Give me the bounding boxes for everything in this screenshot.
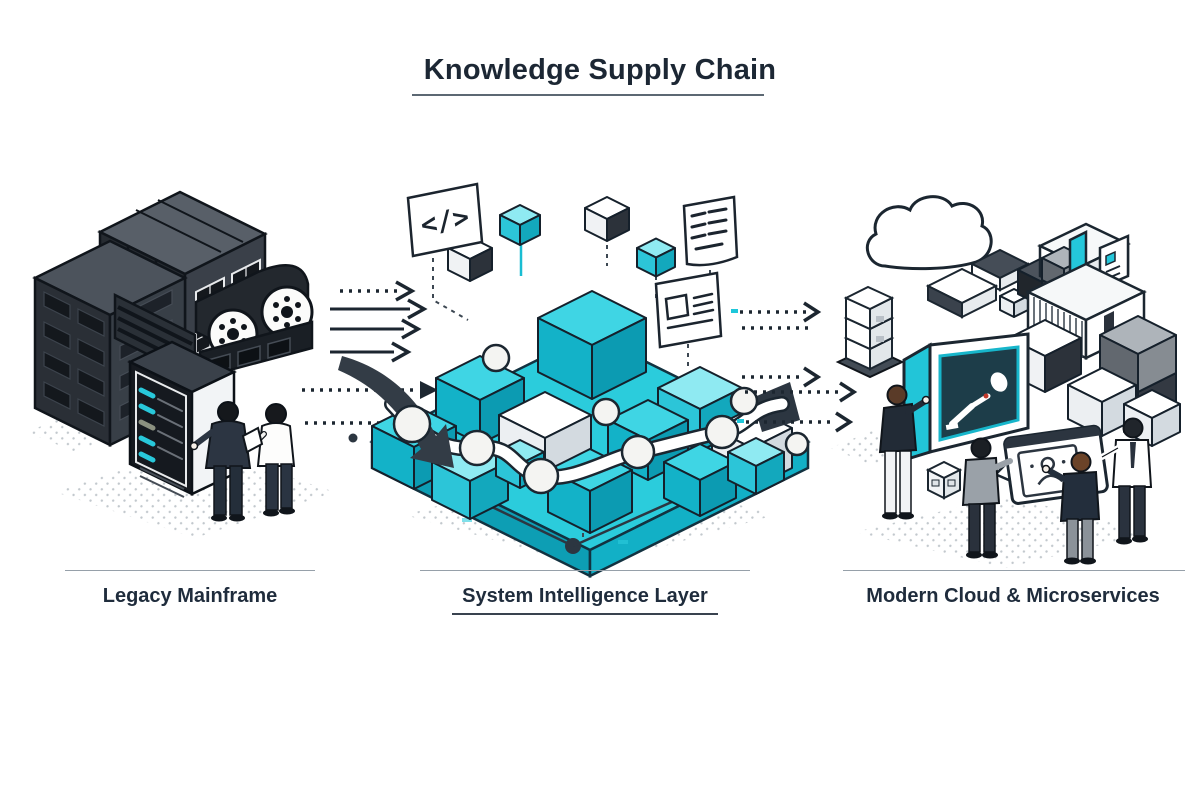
label-legacy-mainframe: Legacy Mainframe: [102, 585, 278, 607]
modern-divider-line: [843, 570, 1185, 571]
robot-arm-graphic: [945, 372, 1008, 430]
person-navy-jacket: [1041, 451, 1101, 565]
engineer-white-shirt: [241, 403, 296, 517]
person-screen-operator: [878, 384, 931, 520]
cloud-icon: [865, 195, 993, 271]
person-white-shirt-tie: [1099, 417, 1153, 545]
engineer-dark-suit: [189, 401, 252, 522]
code-panel-icon: </>: [406, 182, 484, 258]
module-stack: [835, 285, 905, 379]
modern-cloud-illustration: [835, 195, 1180, 565]
flow-arrows-right: [731, 301, 858, 433]
legacy-divider-line: [65, 570, 315, 571]
person-gray-sweater: [961, 437, 1013, 559]
small-crate: [925, 460, 963, 500]
clipboard-tablet: [241, 426, 264, 454]
legacy-mainframe-illustration: [32, 190, 314, 522]
swoosh-arrow: [338, 356, 454, 468]
pipeline-spheres: [392, 386, 810, 495]
flat-service-boxes: [925, 248, 1031, 319]
robot-arm-screen-icon: [902, 332, 1030, 463]
intelligence-divider-line: [420, 570, 750, 571]
label-modern-cloud-microservices: Modern Cloud & Microservices: [866, 585, 1160, 607]
title-underline: [412, 94, 764, 96]
intelligence-platform-illustration: </>: [338, 182, 810, 579]
page-title: Knowledge Supply Chain: [423, 54, 777, 86]
label-system-intelligence-layer: System Intelligence Layer: [410, 585, 760, 615]
document-text-icon: [682, 195, 739, 267]
knowledge-cubes: [372, 291, 792, 533]
tape-drive-unit: [194, 264, 314, 380]
document-media-icon: [654, 271, 723, 349]
halftone-ground: [27, 412, 1155, 568]
